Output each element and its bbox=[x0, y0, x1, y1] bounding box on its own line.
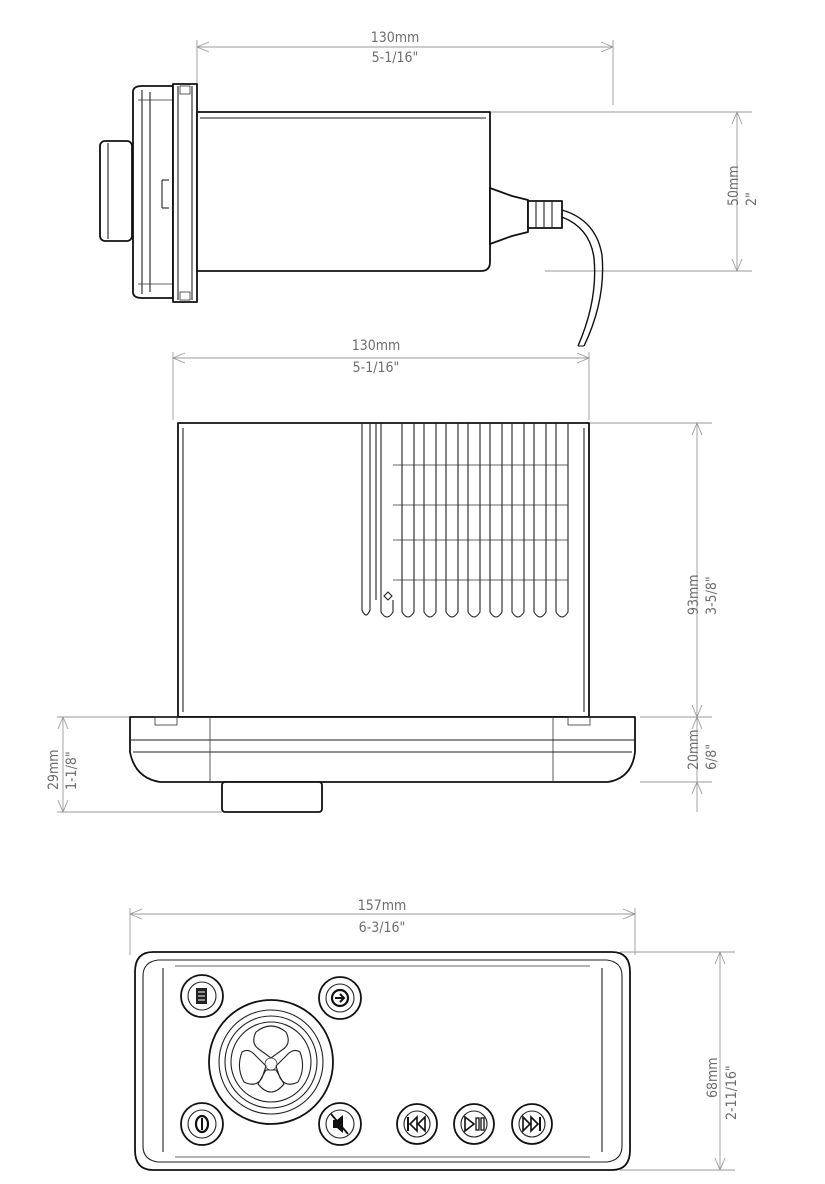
previous-button[interactable] bbox=[396, 1103, 438, 1145]
next-button[interactable] bbox=[511, 1103, 553, 1145]
side-knob bbox=[99, 140, 133, 242]
side-width-imperial: 5-1/16" bbox=[372, 50, 419, 66]
front-view: 157mm 6-3/16" 68mm 2-11/16" bbox=[128, 898, 740, 1172]
side-cable-plug bbox=[527, 200, 563, 229]
top-bezel-metric: 20mm bbox=[686, 729, 702, 770]
power-icon bbox=[194, 1114, 210, 1134]
side-cable bbox=[561, 209, 604, 347]
next-icon bbox=[522, 1115, 541, 1133]
top-bezel-imperial: 6/8" bbox=[704, 744, 720, 770]
front-height-metric: 68mm bbox=[705, 1057, 721, 1098]
top-view: 130mm 5-1/16" 93mm 3-5/8" 20mm 6/8" 29mm… bbox=[46, 338, 720, 814]
top-width-imperial: 5-1/16" bbox=[353, 360, 400, 376]
side-width-metric: 130mm bbox=[371, 30, 420, 46]
side-height-imperial: 2" bbox=[744, 192, 760, 206]
top-knob bbox=[221, 781, 323, 813]
front-width-imperial: 6-3/16" bbox=[359, 920, 406, 936]
previous-icon bbox=[407, 1115, 426, 1133]
play-pause-button[interactable] bbox=[453, 1103, 495, 1145]
side-body bbox=[196, 111, 491, 272]
source-icon bbox=[330, 988, 350, 1008]
top-depth-metric: 93mm bbox=[686, 574, 702, 615]
power-button[interactable] bbox=[180, 1102, 224, 1146]
side-bezel bbox=[132, 85, 174, 299]
top-front-metric: 29mm bbox=[46, 749, 62, 790]
menu-button[interactable] bbox=[180, 974, 224, 1018]
top-front-imperial: 1-1/8" bbox=[64, 751, 80, 790]
front-width-metric: 157mm bbox=[358, 898, 407, 914]
top-width-metric: 130mm bbox=[352, 338, 401, 354]
side-connector bbox=[489, 187, 529, 245]
heat-sink-fins bbox=[361, 423, 569, 618]
source-button[interactable] bbox=[318, 976, 362, 1020]
side-height-metric: 50mm bbox=[726, 165, 742, 206]
top-bezel bbox=[129, 716, 636, 783]
play-pause-icon bbox=[464, 1115, 485, 1133]
side-view: 130mm 5-1/16" 50mm 2" bbox=[99, 30, 760, 347]
front-height-imperial: 2-11/16" bbox=[724, 1065, 740, 1120]
rotary-knob[interactable] bbox=[208, 999, 334, 1125]
top-body bbox=[177, 422, 590, 718]
mute-icon bbox=[330, 1113, 349, 1135]
mute-button[interactable] bbox=[318, 1102, 362, 1146]
top-depth-imperial: 3-5/8" bbox=[704, 576, 720, 615]
side-flange bbox=[172, 83, 198, 303]
